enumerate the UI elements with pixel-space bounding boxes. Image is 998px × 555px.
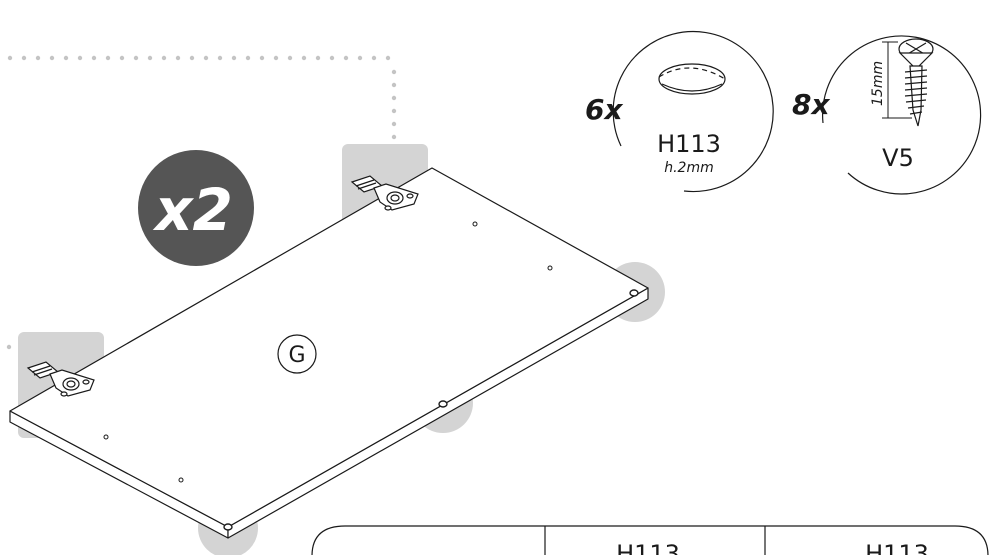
guide-dot <box>343 55 349 61</box>
guide-dot <box>21 55 27 61</box>
guide-dot <box>371 55 377 61</box>
guide-dot <box>391 121 397 127</box>
dimension-line <box>882 41 912 119</box>
guide-dot <box>315 55 321 61</box>
guide-dot <box>231 55 237 61</box>
guide-dot <box>357 55 363 61</box>
guide-dot <box>119 55 125 61</box>
guide-dot <box>301 55 307 61</box>
guide-dot <box>105 55 111 61</box>
guide-dot <box>189 55 195 61</box>
multiplier-badge <box>138 150 254 266</box>
guide-dot <box>63 55 69 61</box>
guide-dot <box>175 55 181 61</box>
part-quantity: 6x <box>585 93 623 126</box>
part-code: H113 <box>657 130 721 158</box>
hinge-icon-top <box>350 175 419 211</box>
hinge-icon-left <box>26 361 95 397</box>
guide-dot <box>133 55 139 61</box>
guide-dot <box>329 55 335 61</box>
bottom-table <box>311 525 989 555</box>
multiplier-text: x2 <box>152 176 233 244</box>
guide-dot <box>7 55 13 61</box>
panel-holes <box>103 221 553 483</box>
part-code: V5 <box>882 144 914 172</box>
felt-pad-icon <box>658 63 726 95</box>
guide-dot <box>287 55 293 61</box>
guide-dot <box>273 55 279 61</box>
guide-dot <box>259 55 265 61</box>
panel-label-circle <box>277 334 317 374</box>
guide-dot <box>391 82 397 88</box>
table-col-header: H113 <box>616 540 680 555</box>
guide-dot <box>49 55 55 61</box>
guide-dot <box>91 55 97 61</box>
panel-label: G <box>288 343 305 368</box>
guide-dot <box>217 55 223 61</box>
guide-dot <box>385 55 391 61</box>
panel-board <box>9 167 649 539</box>
part-detail: h.2mm <box>664 160 714 176</box>
screw-length: 15mm <box>870 61 886 106</box>
guide-dot <box>391 69 397 75</box>
guide-dot <box>77 55 83 61</box>
guide-dot <box>245 55 251 61</box>
guide-dot <box>35 55 41 61</box>
table-col-header: H113 <box>865 540 929 555</box>
guide-dot <box>391 108 397 114</box>
part-callout-felt-pad: 6x H113 h.2mm <box>585 30 774 193</box>
screw-icon <box>898 38 934 127</box>
foot-holes <box>223 289 639 531</box>
part-quantity: 8x <box>792 88 830 121</box>
part-callout-screw: 8x 15mm V5 <box>792 35 982 195</box>
guide-dot <box>161 55 167 61</box>
guide-dot <box>6 344 12 350</box>
guide-dot <box>147 55 153 61</box>
guide-dot <box>391 95 397 101</box>
guide-dot <box>391 134 397 140</box>
guide-dot <box>203 55 209 61</box>
